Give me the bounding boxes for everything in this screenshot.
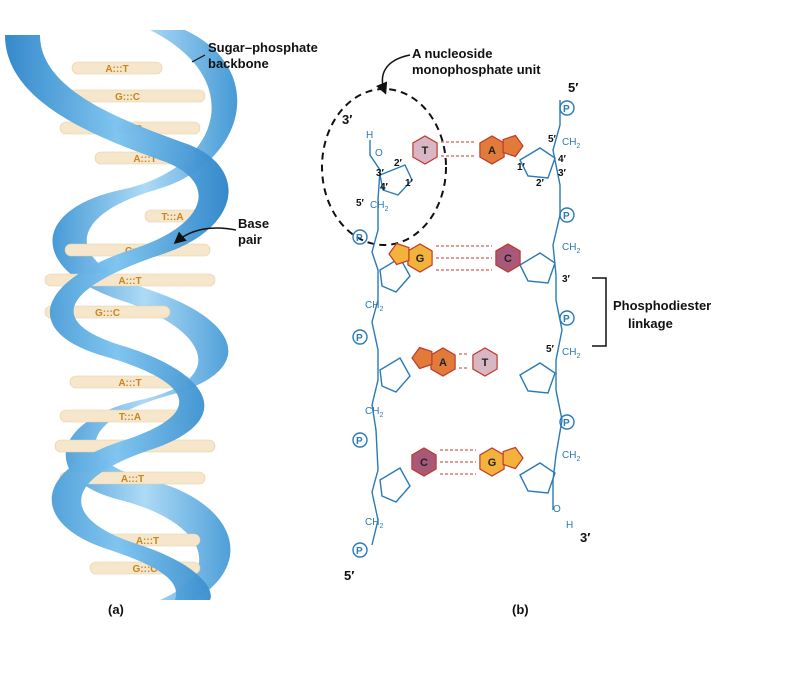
- phosphate-p: P: [356, 233, 363, 244]
- phosphate-p: P: [356, 333, 363, 344]
- carbon-2-right: 2′: [536, 178, 545, 189]
- carbon-5-left: 5′: [356, 198, 365, 209]
- phosphate-p: P: [563, 314, 570, 325]
- purine-ring: [411, 346, 433, 370]
- carbon-numbers: 3′ 4′ 2′ 1′ 5′ 1′ 2′ 3′ 4′ 5′ 3′ 5′: [356, 134, 571, 355]
- base-pair-text: T:::A: [161, 212, 183, 223]
- nucleoside-highlight-ellipse: [321, 88, 447, 246]
- carbon-4-left: 4′: [380, 182, 389, 193]
- phosphodiester-label-line2: linkage: [628, 316, 673, 331]
- base-letter: G: [488, 457, 497, 469]
- end-label-top-right: 5′: [568, 80, 578, 95]
- phosphate-labels: P P P P P P P P: [356, 104, 570, 557]
- carbon-5-right: 5′: [548, 134, 557, 145]
- ch2-labels: CH2 CH2 CH2 CH2 CH2 CH2 CH2 CH2: [365, 137, 580, 530]
- ch2-group: CH2: [365, 517, 383, 530]
- base-pair-text: A:::T: [136, 536, 159, 547]
- base-pair-text: G:::C: [115, 92, 140, 103]
- ch2-group: CH2: [365, 406, 383, 419]
- chemical-structure: A nucleoside monophosphate unit Phosphod…: [321, 46, 711, 617]
- ch2-group: CH2: [365, 300, 383, 313]
- base-letter: T: [482, 357, 489, 369]
- base-letter: A: [488, 145, 496, 157]
- base-letter: C: [420, 457, 428, 469]
- carbon-3-left: 3′: [376, 168, 385, 179]
- phosphate-p: P: [563, 211, 570, 222]
- base-pair-text: A:::T: [118, 276, 141, 287]
- phosphate-p: P: [356, 436, 363, 447]
- base-letter: G: [416, 253, 425, 265]
- base-letter: C: [504, 253, 512, 265]
- hydroxyl-h: H: [366, 130, 373, 141]
- base-pair-label-line1: Base: [238, 216, 269, 231]
- ch2-group: CH2: [562, 242, 580, 255]
- base-pair-text: A:::T: [105, 64, 128, 75]
- base-pair-text: A:::T: [118, 378, 141, 389]
- ch2-group: CH2: [562, 347, 580, 360]
- end-label-bottom-right: 3′: [580, 530, 590, 545]
- nucleoside-label-line2: monophosphate unit: [412, 62, 541, 77]
- phosphate-p: P: [563, 418, 570, 429]
- purine-ring: [502, 134, 524, 158]
- carbon-3-right-linkage: 3′: [562, 274, 571, 285]
- nucleoside-arrow: [376, 54, 411, 95]
- end-label-bottom-left: 5′: [344, 568, 354, 583]
- backbone-pointer: [191, 54, 206, 63]
- base-pairs-chem: T A G C A T C G: [388, 134, 524, 477]
- purine-ring: [502, 446, 524, 470]
- carbon-1-right: 1′: [517, 162, 526, 173]
- base-pair-text: G:::C: [95, 308, 120, 319]
- right-backbone: [519, 100, 575, 510]
- phosphate-p: P: [563, 104, 570, 115]
- backbone-label-line2: backbone: [208, 56, 269, 71]
- ch2-group: CH2: [370, 200, 388, 213]
- phosphodiester-bracket: [592, 277, 607, 347]
- base-pair-text: A:::T: [121, 474, 144, 485]
- hydroxyl-labels: H O O H: [366, 130, 573, 531]
- nucleoside-label-line1: A nucleoside: [412, 46, 492, 61]
- base-pair-text: T:::A: [119, 412, 141, 423]
- panel-a-label: (a): [108, 602, 124, 617]
- base-ring: [411, 447, 437, 477]
- purine-ring: [388, 242, 410, 266]
- hydroxyl-h: H: [566, 520, 573, 531]
- carbon-3-right: 3′: [558, 168, 567, 179]
- carbon-4-right: 4′: [558, 154, 567, 165]
- carbon-5-right-linkage: 5′: [546, 344, 555, 355]
- base-pair-bar: [44, 305, 171, 319]
- base-pair-label-line2: pair: [238, 232, 262, 247]
- ch2-group: CH2: [562, 137, 580, 150]
- panel-a-annotations: Sugar–phosphate backbone Base pair (a): [108, 40, 318, 617]
- base-letter: A: [439, 357, 447, 369]
- phosphodiester-label-line1: Phosphodiester: [613, 298, 711, 313]
- base-pair-arrow: [173, 227, 237, 244]
- ch2-group: CH2: [562, 450, 580, 463]
- panel-b-label: (b): [512, 602, 529, 617]
- carbon-2-left: 2′: [394, 158, 403, 169]
- base-ring: [495, 243, 521, 273]
- hydroxyl-o: O: [553, 504, 561, 515]
- base-pair-text: G:::C: [133, 564, 158, 575]
- carbon-1-left: 1′: [405, 178, 414, 189]
- hydroxyl-o: O: [375, 148, 383, 159]
- base-letter: T: [422, 145, 429, 157]
- end-label-top-left: 3′: [342, 112, 352, 127]
- phosphate-p: P: [356, 546, 363, 557]
- base-ring: [412, 135, 438, 165]
- base-pair-bar: [71, 61, 163, 75]
- backbone-label-line1: Sugar–phosphate: [208, 40, 318, 55]
- base-pair-text: A:::T: [133, 154, 156, 165]
- base-ring: [472, 347, 498, 377]
